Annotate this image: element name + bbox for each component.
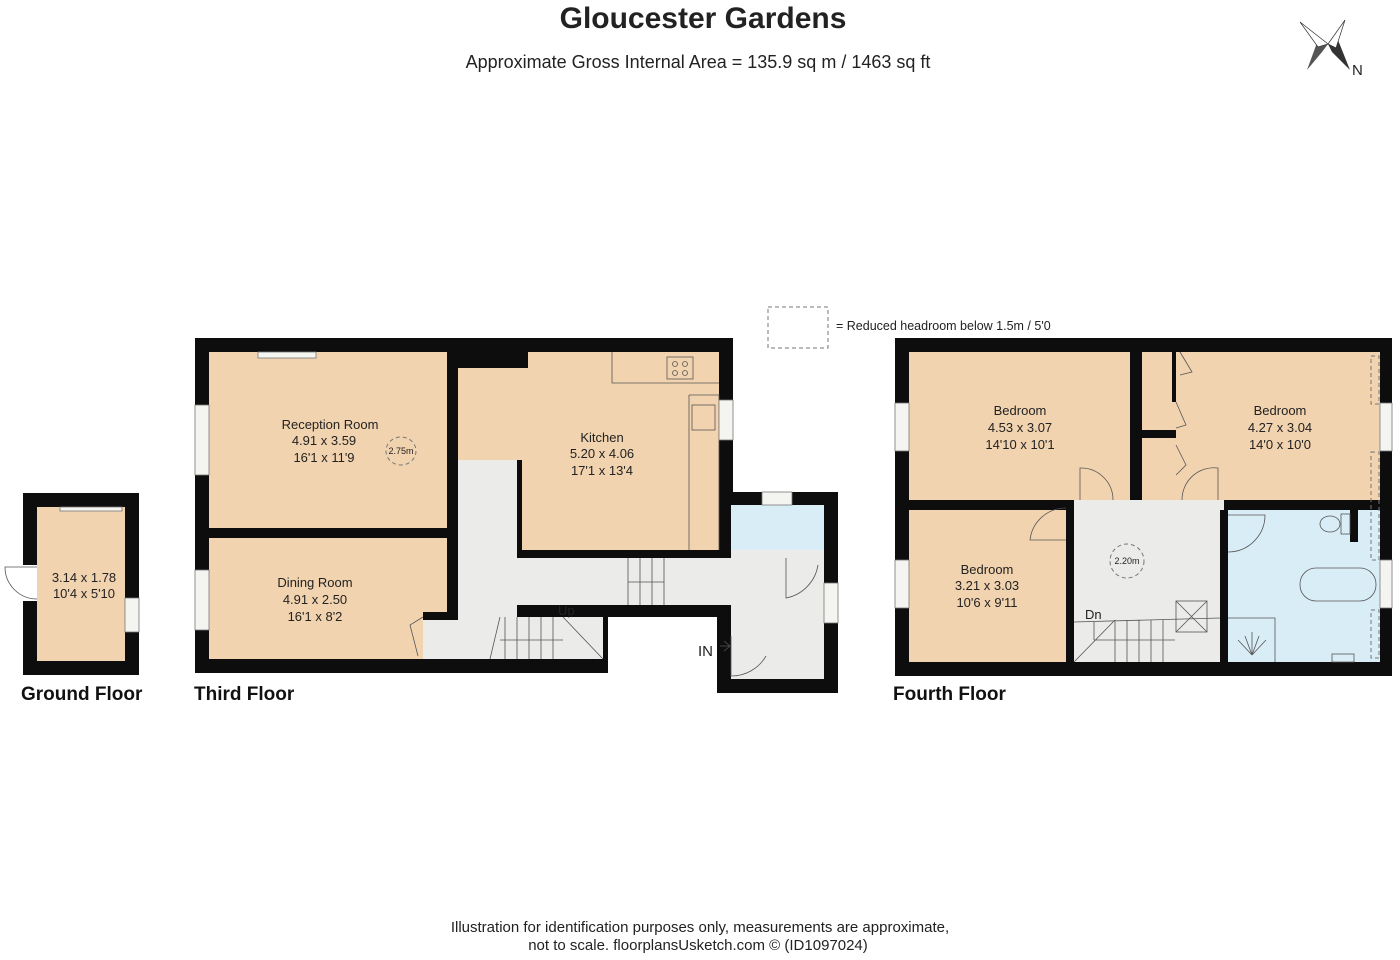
stairs-up-label: Up <box>558 603 575 618</box>
ground-room-metric: 3.14 x 1.78 <box>52 570 116 585</box>
bedroom-2-name: Bedroom <box>1254 403 1307 418</box>
dining-room-imperial: 16'1 x 8'2 <box>288 609 343 624</box>
bedroom-3-metric: 3.21 x 3.03 <box>955 578 1019 593</box>
dining-room-name: Dining Room <box>277 575 352 590</box>
entrance-label: IN <box>698 643 713 660</box>
reception-room-imperial: 16'1 x 11'9 <box>293 450 354 465</box>
fourth-floor-label: Fourth Floor <box>893 684 1007 705</box>
bedroom-3-name: Bedroom <box>961 562 1014 577</box>
reception-ceiling-height: 2.75m <box>388 446 413 456</box>
ground-floor-plan <box>4 493 140 675</box>
reception-room-metric: 4.91 x 3.59 <box>292 433 356 448</box>
compass-icon <box>1299 19 1350 70</box>
gross-area: Approximate Gross Internal Area = 135.9 … <box>466 52 931 72</box>
kitchen-metric: 5.20 x 4.06 <box>570 446 634 461</box>
bedroom-3-imperial: 10'6 x 9'11 <box>956 595 1017 610</box>
kitchen-imperial: 17'1 x 13'4 <box>571 463 633 478</box>
kitchen-name: Kitchen <box>580 430 623 445</box>
third-floor-label: Third Floor <box>194 684 295 705</box>
compass-north-label: N <box>1352 62 1363 79</box>
bedroom-1-metric: 4.53 x 3.07 <box>988 420 1052 435</box>
bedroom-1-area <box>909 352 1130 500</box>
landing-ceiling-height: 2.20m <box>1114 556 1139 566</box>
legend-text: = Reduced headroom below 1.5m / 5'0 <box>836 319 1051 333</box>
reception-room-name: Reception Room <box>282 417 379 432</box>
stairs-down-label: Dn <box>1085 607 1102 622</box>
ground-room-imperial: 10'4 x 5'10 <box>53 586 115 601</box>
ground-floor-label: Ground Floor <box>21 684 143 705</box>
plan-title: Gloucester Gardens <box>560 2 847 35</box>
dining-room-area <box>209 538 447 659</box>
disclaimer-line-2: not to scale. floorplansUsketch.com © (I… <box>528 937 868 954</box>
reduced-headroom-swatch <box>767 306 829 349</box>
dining-room-metric: 4.91 x 2.50 <box>283 592 347 607</box>
reception-room-area <box>209 352 447 528</box>
bedroom-3-area <box>909 510 1066 662</box>
bedroom-1-imperial: 14'10 x 10'1 <box>985 437 1054 452</box>
bedroom-2-metric: 4.27 x 3.04 <box>1248 420 1312 435</box>
bedroom-2-imperial: 14'0 x 10'0 <box>1249 437 1311 452</box>
fourth-floor-plan <box>894 338 1393 676</box>
bedroom-1-name: Bedroom <box>994 403 1047 418</box>
wc-area <box>731 505 824 550</box>
third-floor-plan <box>194 338 839 693</box>
disclaimer-line-1: Illustration for identification purposes… <box>451 919 949 936</box>
kitchen-area <box>458 352 719 460</box>
